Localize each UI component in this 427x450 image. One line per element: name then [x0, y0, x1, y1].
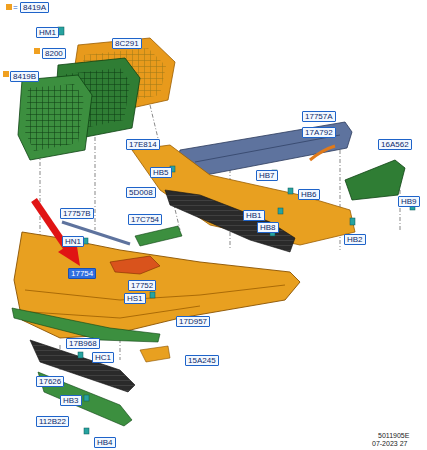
reference-note: 5011905E — [378, 432, 409, 440]
callout-number: 17D957 — [176, 316, 210, 327]
callout-number: HN1 — [62, 236, 84, 247]
callout-number: HC1 — [92, 352, 114, 363]
callout-number: 17E814 — [126, 139, 160, 150]
callout-number: 8419A — [20, 2, 49, 13]
callout-number: 112B22 — [36, 416, 69, 427]
callout-number: 17626 — [36, 376, 64, 387]
callout-number: HB4 — [94, 437, 116, 448]
callout-number: HB5 — [150, 167, 172, 178]
callout-number: 17B968 — [66, 338, 100, 349]
callout-number: HB9 — [398, 196, 420, 207]
callout-number: 8C291 — [112, 38, 142, 49]
callout-number: 8200 — [42, 48, 66, 59]
callout-number: HB2 — [344, 234, 366, 245]
callout-number: HB7 — [256, 170, 278, 181]
callout-number: 8419B — [10, 71, 39, 82]
callout-number: 17757B — [60, 208, 94, 219]
callout-number: HB8 — [257, 222, 279, 233]
callout-number: HB1 — [243, 210, 265, 221]
callout-number: HS1 — [124, 293, 146, 304]
highlighted-callout: 17754 — [68, 268, 96, 279]
callout-number: 16A562 — [378, 139, 412, 150]
callout-number: 5D008 — [126, 187, 156, 198]
callout-number: 17752 — [128, 280, 156, 291]
reference-note: 07-2023 27 — [372, 440, 407, 448]
callout-number: 17A792 — [302, 127, 336, 138]
callout-number: 15A245 — [185, 355, 219, 366]
callout-number: HB6 — [298, 189, 320, 200]
callout-number: 17757A — [302, 111, 336, 122]
equals-mark: = — [13, 3, 18, 12]
callout-number: HM1 — [36, 27, 59, 38]
callout-number: 17C754 — [128, 214, 162, 225]
callout-number: HB3 — [60, 395, 82, 406]
